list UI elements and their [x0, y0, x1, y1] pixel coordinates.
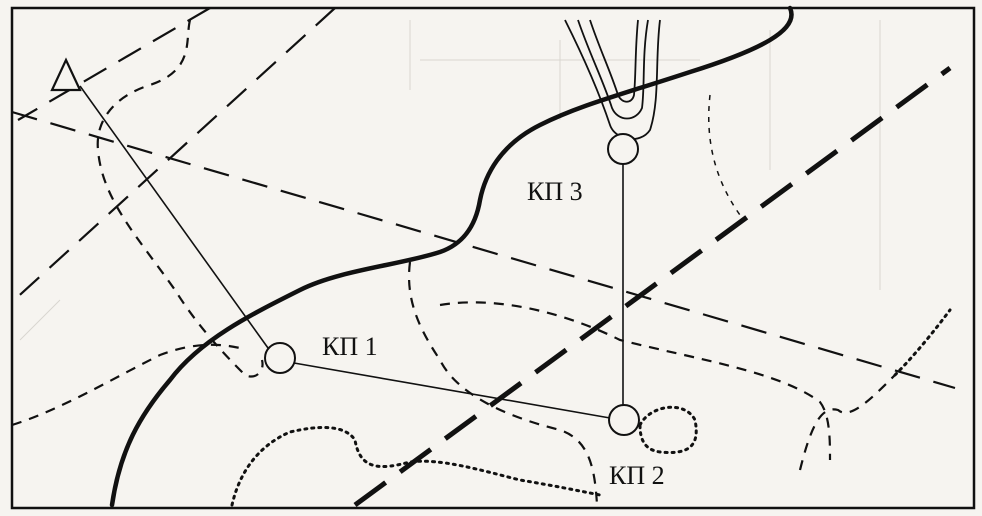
dotted-boundaries: [230, 308, 952, 507]
vegetation-boundary-bottom: [230, 426, 602, 507]
footpaths: [11, 19, 896, 506]
course-leg-start-cp1: [79, 85, 269, 349]
dashed-rides: [11, 7, 956, 390]
footpath-centre: [408, 261, 599, 506]
start-triangle-icon: [50, 57, 82, 92]
contour-spur-inner: [589, 19, 639, 103]
course-leg-cp1-cp2: [293, 362, 611, 419]
footpath-left: [96, 19, 264, 378]
control-circle-cp2: [608, 404, 640, 436]
control-label-cp2: КП 2: [609, 461, 665, 490]
contour-top-right: [708, 94, 741, 216]
course-legs: [79, 85, 624, 419]
stream-line: [109, 5, 794, 508]
control-circles: [264, 133, 640, 436]
vegetation-boundary-right: [893, 308, 952, 377]
control-label-cp1: КП 1: [322, 332, 378, 361]
control-circle-cp1: [264, 342, 296, 374]
control-label-cp3: КП 3: [527, 177, 583, 206]
footpath-bottom-left: [11, 343, 241, 427]
vegetation-boundary-loop: [638, 405, 698, 455]
map-border: [10, 6, 976, 510]
contour-spur-middle: [577, 19, 649, 120]
footpath-right-bend: [439, 301, 832, 461]
ride-diagonal-left: [11, 7, 336, 303]
track-dashed-thick: [353, 65, 952, 508]
ride-top-left: [17, 7, 211, 121]
control-circle-cp3: [607, 133, 639, 165]
footpath-right-bottom: [798, 374, 896, 471]
background-texture: [19, 20, 881, 341]
